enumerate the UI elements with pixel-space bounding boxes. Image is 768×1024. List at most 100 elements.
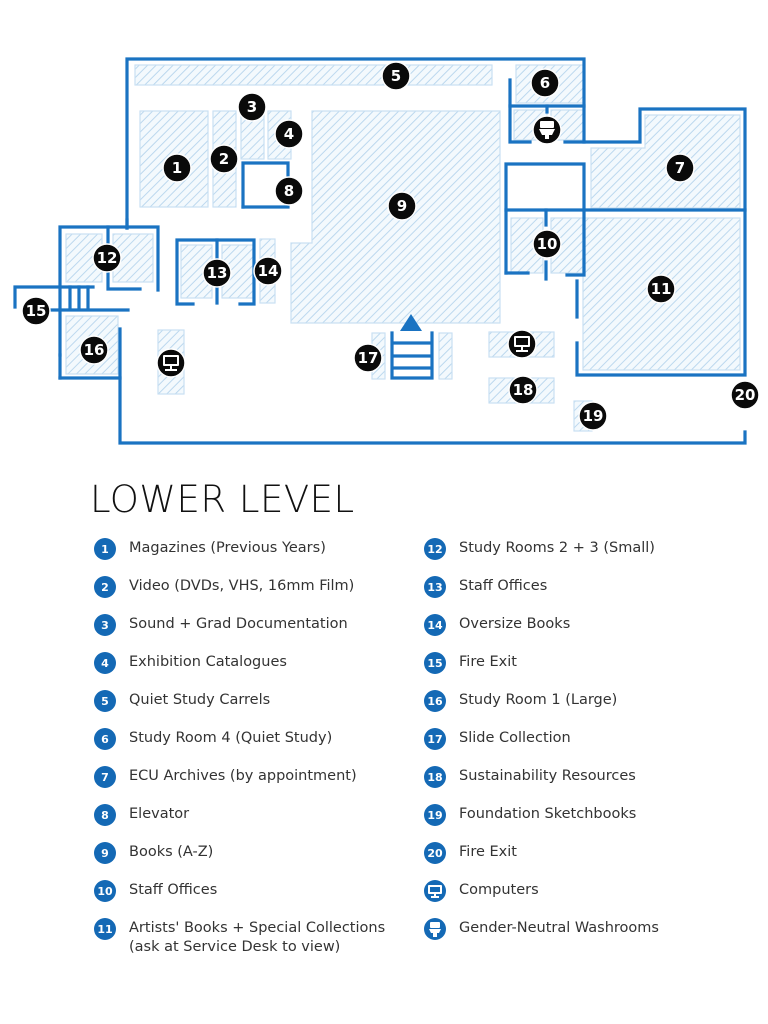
marker-1[interactable]: 1 (162, 153, 192, 183)
legend-badge: 8 (94, 804, 116, 826)
legend-label: Sustainability Resources (459, 768, 636, 784)
marker-18[interactable]: 18 (508, 375, 538, 405)
marker-label: 6 (540, 74, 550, 92)
legend-item: 18 Sustainability Resources (424, 766, 659, 804)
zone-quiet-carrels (134, 64, 493, 86)
legend-badge: 4 (94, 652, 116, 674)
computer-icon[interactable] (507, 329, 537, 359)
marker-13[interactable]: 13 (202, 258, 232, 288)
marker-14[interactable]: 14 (253, 256, 283, 286)
legend-label: Video (DVDs, VHS, 16mm Film) (129, 578, 355, 594)
marker-19[interactable]: 19 (578, 401, 608, 431)
washroom-icon[interactable] (532, 115, 562, 145)
legend-label: Foundation Sketchbooks (459, 806, 637, 822)
marker-label: 18 (513, 381, 534, 399)
marker-9[interactable]: 9 (387, 191, 417, 221)
legend-label: Study Room 1 (Large) (459, 692, 618, 708)
legend-badge: 12 (424, 538, 446, 560)
marker-label: 19 (583, 407, 604, 425)
legend-label: Fire Exit (459, 844, 517, 860)
legend-label: Computers (459, 882, 539, 898)
legend-label-line2: (ask at Service Desk to view) (129, 939, 341, 955)
legend-item: 12 Study Rooms 2 + 3 (Small) (424, 538, 659, 576)
legend-item: 2 Video (DVDs, VHS, 16mm Film) (94, 576, 385, 614)
legend-item: 16 Study Room 1 (Large) (424, 690, 659, 728)
floor-map: 1 2 3 4 5 6 7 8 9 10 11 12 13 14 15 16 1… (13, 57, 760, 445)
legend-item: 20 Fire Exit (424, 842, 659, 880)
legend-label: Books (A-Z) (129, 844, 214, 860)
legend-label: ECU Archives (by appointment) (129, 768, 357, 784)
legend-label: Sound + Grad Documentation (129, 616, 348, 632)
legend-label: Gender-Neutral Washrooms (459, 920, 659, 936)
legend-item: 3 Sound + Grad Documentation (94, 614, 385, 652)
legend-item: 7 ECU Archives (by appointment) (94, 766, 385, 804)
marker-7[interactable]: 7 (665, 153, 695, 183)
marker-10[interactable]: 10 (532, 229, 562, 259)
marker-11[interactable]: 11 (646, 274, 676, 304)
legend-item: Gender-Neutral Washrooms (424, 918, 659, 956)
legend-badge: 5 (94, 690, 116, 712)
marker-label: 8 (284, 182, 294, 200)
legend-label: Study Room 4 (Quiet Study) (129, 730, 333, 746)
legend-badge: 18 (424, 766, 446, 788)
marker-label: 7 (675, 159, 685, 177)
legend-label: Oversize Books (459, 616, 571, 632)
legend-badge: 17 (424, 728, 446, 750)
legend-label: Fire Exit (459, 654, 517, 670)
legend-label: Elevator (129, 806, 190, 822)
legend-item: 11 Artists' Books + Special Collections (a… (94, 918, 385, 966)
legend-item: 4 Exhibition Catalogues (94, 652, 385, 690)
marker-20[interactable]: 20 (730, 380, 760, 410)
legend-item: 8 Elevator (94, 804, 385, 842)
legend-label: Study Rooms 2 + 3 (Small) (459, 540, 655, 556)
legend-badge: 11 (94, 918, 116, 940)
marker-label: 11 (651, 280, 672, 298)
legend-label: Magazines (Previous Years) (129, 540, 326, 556)
legend-badge: 16 (424, 690, 446, 712)
marker-15[interactable]: 15 (21, 296, 51, 326)
legend-badge: 13 (424, 576, 446, 598)
marker-2[interactable]: 2 (209, 144, 239, 174)
marker-4[interactable]: 4 (274, 119, 304, 149)
marker-3[interactable]: 3 (237, 92, 267, 122)
marker-6[interactable]: 6 (530, 68, 560, 98)
computer-icon[interactable] (156, 348, 186, 378)
legend-badge: 3 (94, 614, 116, 636)
legend-label: Exhibition Catalogues (129, 654, 287, 670)
legend-badge: 7 (94, 766, 116, 788)
legend-badge: 2 (94, 576, 116, 598)
legend-item: 9 Books (A-Z) (94, 842, 385, 880)
zone-archives (590, 114, 741, 209)
legend-badge: 14 (424, 614, 446, 636)
legend-label-line1: Artists' Books + Special Collections (129, 920, 386, 936)
marker-5[interactable]: 5 (381, 61, 411, 91)
marker-label: 20 (735, 386, 756, 404)
stairs-up-icon (400, 314, 422, 331)
legend-badge: 9 (94, 842, 116, 864)
marker-label: 4 (284, 125, 294, 143)
marker-label: 1 (172, 159, 182, 177)
page-title: LOWER LEVEL (90, 478, 355, 521)
legend-item: 14 Oversize Books (424, 614, 659, 652)
legend-badge: 20 (424, 842, 446, 864)
marker-17[interactable]: 17 (353, 343, 383, 373)
marker-16[interactable]: 16 (79, 335, 109, 365)
marker-label: 3 (247, 98, 257, 116)
marker-8[interactable]: 8 (274, 176, 304, 206)
marker-label: 13 (207, 264, 228, 282)
marker-12[interactable]: 12 (92, 243, 122, 273)
legend-badge: 19 (424, 804, 446, 826)
marker-label: 17 (358, 349, 379, 367)
markers: 1 2 3 4 5 6 7 8 9 10 11 12 13 14 15 16 1… (21, 61, 760, 431)
marker-label: 16 (84, 341, 105, 359)
marker-label: 2 (219, 150, 229, 168)
